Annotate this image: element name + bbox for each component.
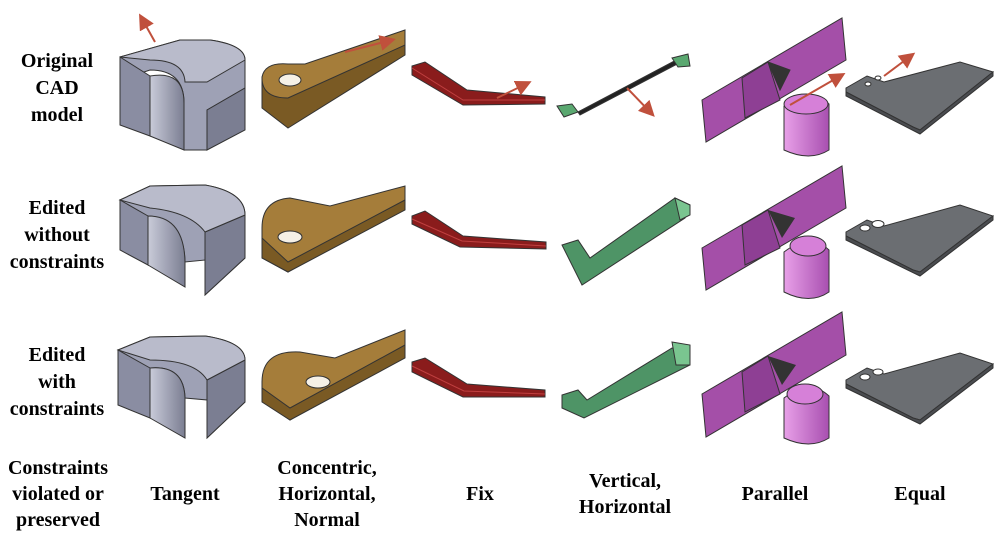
column-label-line: Horizontal bbox=[578, 496, 672, 518]
fix-model-row2 bbox=[411, 210, 547, 250]
fix-model-row3 bbox=[411, 357, 546, 398]
header-line: preserved bbox=[15, 509, 101, 531]
column-label-line: Fix bbox=[466, 483, 494, 505]
tangent-model-row3 bbox=[116, 335, 246, 440]
column-label-parallel: Parallel bbox=[715, 481, 835, 507]
edit-arrow bbox=[139, 13, 156, 43]
vertical-horizontal-model-row2 bbox=[561, 197, 691, 286]
row-label-line: Edited bbox=[28, 197, 86, 219]
equal-model-row3 bbox=[845, 352, 995, 425]
row-label-line: without bbox=[24, 224, 90, 246]
column-label-line: Equal bbox=[894, 483, 946, 505]
parallel-model-row3 bbox=[701, 311, 847, 445]
edit-arrow bbox=[496, 81, 532, 99]
column-label-line: Tangent bbox=[150, 483, 220, 505]
column-label-concentric: Concentric, Horizontal, Normal bbox=[262, 455, 392, 533]
edit-arrow bbox=[626, 87, 655, 117]
column-label-line: Parallel bbox=[741, 483, 809, 505]
row-label-line: Original bbox=[20, 50, 94, 72]
equal-model-row2 bbox=[845, 204, 995, 277]
row-label-edited-without: Edited without constraints bbox=[2, 195, 112, 276]
row-label-edited-with: Edited with constraints bbox=[2, 342, 112, 423]
column-label-line: Vertical, bbox=[588, 470, 661, 492]
tangent-model-row2 bbox=[118, 184, 246, 297]
edit-arrow bbox=[344, 35, 396, 53]
tangent-model-row1 bbox=[119, 39, 246, 151]
concentric-model-row1 bbox=[261, 29, 406, 129]
column-label-fix: Fix bbox=[420, 481, 540, 507]
concentric-model-row3 bbox=[261, 329, 406, 421]
header-line: Constraints bbox=[7, 457, 108, 479]
vertical-horizontal-model-row1 bbox=[556, 53, 691, 118]
concentric-model-row2 bbox=[261, 185, 406, 273]
equal-model-row1 bbox=[845, 61, 995, 135]
constraints-header: Constraints violated or preserved bbox=[0, 455, 116, 533]
parallel-model-row1 bbox=[701, 17, 847, 157]
row-label-line: constraints bbox=[9, 398, 105, 420]
row-label-line: CAD bbox=[35, 77, 79, 99]
column-label-vertical: Vertical, Horizontal bbox=[560, 468, 690, 520]
column-label-tangent: Tangent bbox=[120, 481, 250, 507]
column-label-line: Concentric, bbox=[277, 457, 377, 479]
column-label-equal: Equal bbox=[860, 481, 980, 507]
row-label-line: model bbox=[30, 104, 84, 126]
edit-arrow bbox=[883, 52, 916, 77]
header-line: violated or bbox=[12, 483, 104, 505]
vertical-horizontal-model-row3 bbox=[561, 341, 691, 419]
row-label-line: Edited bbox=[28, 344, 86, 366]
edit-arrow bbox=[789, 73, 846, 106]
column-label-line: Normal bbox=[294, 509, 360, 531]
row-label-line: constraints bbox=[9, 251, 105, 273]
parallel-model-row2 bbox=[701, 165, 847, 299]
row-label-original: Original CAD model bbox=[2, 48, 112, 129]
column-label-line: Horizontal, bbox=[278, 483, 376, 505]
fix-model-row1 bbox=[411, 61, 546, 106]
row-label-line: with bbox=[38, 371, 76, 393]
